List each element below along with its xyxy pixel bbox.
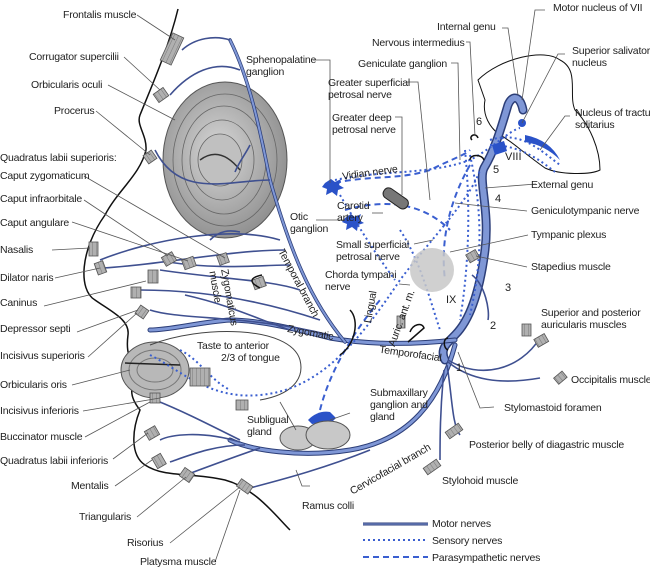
segment-number-5: 5 [493,164,500,176]
label-caput-angulare: Caput angulare [0,217,70,229]
label-quadratus-labii-inferioris: Quadratus labii inferioris [0,455,109,467]
label-corrugator-supercilii: Corrugator supercilii [29,51,119,63]
leader-lines [43,9,570,563]
label-procerus: Procerus [54,105,95,117]
sensory-nerves [149,127,561,397]
label-dilator-naris: Dilator naris [0,272,54,284]
sphenopalatine-ganglion [322,179,344,196]
label-frontalis-muscle: Frontalis muscle [63,9,137,21]
label-platysma-muscle: Platysma muscle [140,556,217,568]
label-caninus: Caninus [0,297,38,309]
legend-motor-label: Motor nerves [432,518,491,530]
label-ramus-colli: Ramus colli [302,500,355,512]
label-orbicularis-oculi: Orbicularis oculi [31,79,103,91]
tractus-solitarius-nucleus [525,135,560,160]
glands [279,420,351,451]
buccal-outline [149,330,302,401]
label-viii: VIII [505,151,522,163]
face-profile-outline [83,8,291,531]
label-incisivus-superioris: Incisivus superioris [0,350,85,362]
label-quadratus-labii-superioris: Quadratus labii superioris: [0,152,117,164]
motor-branches [99,36,541,489]
tympanic-plexus-area [410,248,454,292]
label-internal-genu: Internal genu [437,21,496,33]
label-external-genu: External genu [531,179,594,191]
label-caput-infraorbitale: Caput infraorbitale [0,193,82,205]
label-nervous-intermedius: Nervous intermedius [372,37,465,49]
label-mentalis: Mentalis [71,480,109,492]
submaxillary-gland [305,420,351,450]
ganglia [308,119,560,424]
legend-swatches [363,522,428,558]
label-occipitalis-muscle: Occipitalis muscle [571,374,650,386]
viii-nucleus [492,141,507,155]
label-stapedius-muscle: Stapedius muscle [531,261,611,273]
label-stylomastoid-foramen: Stylomastoid foramen [504,402,602,414]
label-orbicularis-oris: Orbicularis oris [0,379,67,391]
label-posterior-belly-diagastric: Posterior belly of diagastric muscle [469,439,625,451]
segment-number-3: 3 [505,282,512,294]
label-incisivus-inferioris: Incisivus inferioris [0,405,79,417]
label-risorius: Risorius [127,537,164,549]
orbicularis-oculi-muscle [162,81,288,239]
otic-ganglion [342,214,364,231]
orbicularis-oris-muscle [120,341,190,399]
nerve-markers [251,134,485,356]
segment-number-1: 1 [456,362,463,374]
label-triangularis: Triangularis [79,511,132,523]
label-depressor-septi: Depressor septi [0,323,71,335]
segment-number-4: 4 [495,193,502,205]
carotid-artery [382,187,409,210]
segment-number-2: 2 [490,320,497,332]
label-ix: IX [446,294,457,306]
label-nasalis: Nasalis [0,244,34,256]
label-stylohoid-muscle: Stylohoid muscle [442,475,519,487]
label-motor-nucleus-vii: Motor nucleus of VII [553,2,643,14]
label-geniculate-ganglion: Geniculate ganglion [358,58,448,70]
label-buccinator-muscle: Buccinator muscle [0,431,83,443]
legend-parasympathetic-label: Parasympathetic nerves [432,552,541,564]
muscle-blocks [88,32,568,495]
legend-sensory-label: Sensory nerves [432,535,503,547]
label-geniculotympanic-nerve: Geniculotympanic nerve [531,205,640,217]
label-tympanic-plexus: Tympanic plexus [531,229,607,241]
label-caput-zygomaticum: Caput zygomaticum [0,170,90,182]
segment-number-6: 6 [476,116,483,128]
